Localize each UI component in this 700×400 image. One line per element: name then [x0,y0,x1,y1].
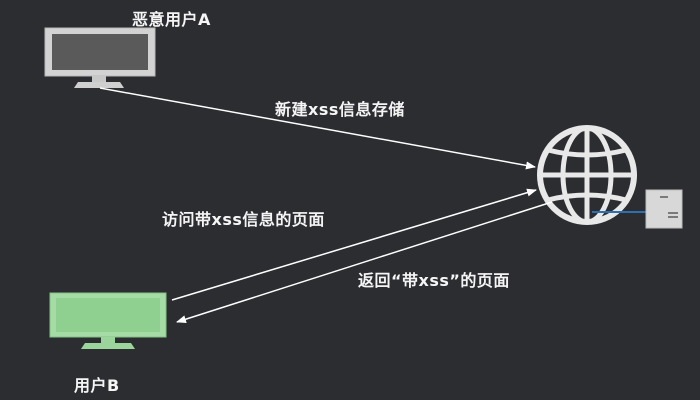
edge-visit-label: 访问带xss信息的页面 [162,210,325,229]
monitor-b-icon [49,292,167,349]
arrow-return [176,201,553,324]
arrow-visit [171,188,537,301]
user-b-label: 用户B [74,376,120,395]
server-box-icon [645,189,683,229]
edge-return-label: 返回“带xss”的页面 [358,271,510,290]
monitor-a-icon [44,27,156,88]
user-a-label: 恶意用户A [132,10,211,29]
edge-store-label: 新建xss信息存储 [275,100,405,119]
globe-icon [537,125,637,225]
arrow-store [99,87,536,170]
